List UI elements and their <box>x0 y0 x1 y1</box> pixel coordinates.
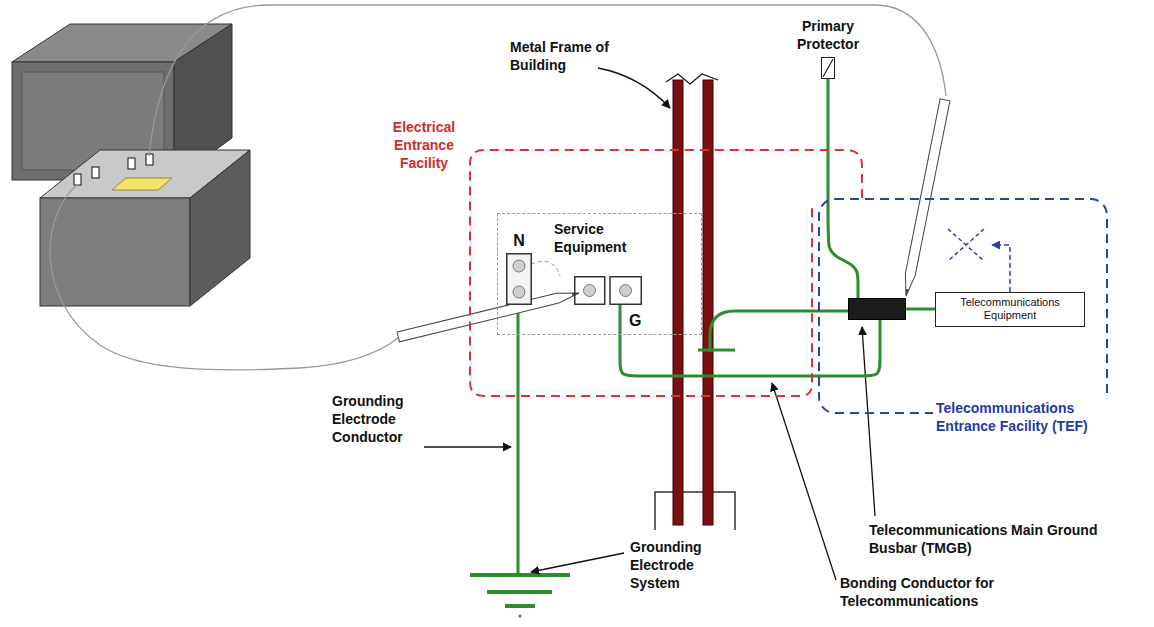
tester-terminal <box>74 174 81 185</box>
leader-line <box>424 446 511 447</box>
terminal-bar <box>507 254 532 305</box>
tester-terminal <box>92 167 99 178</box>
terminal-screw <box>513 260 525 272</box>
ground-busbar: Telecommunications Main Ground Busbar (T… <box>848 298 906 320</box>
terminal-screw <box>513 286 525 298</box>
tester-display <box>112 178 172 190</box>
antenna-symbol <box>948 229 984 261</box>
tester-terminal <box>128 158 135 169</box>
leader-line <box>772 383 836 580</box>
footing <box>655 492 735 530</box>
test-lead <box>149 5 946 156</box>
frame-bond-wire <box>710 311 848 352</box>
tester-front <box>40 198 190 306</box>
callout-label: Grounding Electrode System <box>630 538 714 593</box>
ground-wire <box>620 305 880 376</box>
ground-symbol <box>487 590 552 594</box>
ground-symbol <box>470 573 570 577</box>
break-mark <box>666 74 718 84</box>
equipment-label: Service Equipment <box>554 220 654 256</box>
ground-terminal: G <box>574 276 642 305</box>
callout-label: Bonding Conductor for Telecommunications <box>840 574 1005 610</box>
terminal-screw <box>584 285 596 297</box>
leader-line <box>598 68 670 108</box>
node-outline <box>506 253 532 305</box>
service-equipment: Service EquipmentNG <box>497 213 702 335</box>
probe-tip <box>572 291 580 296</box>
terminal-bar <box>575 277 605 305</box>
callout-label: Metal Frame of Building <box>510 38 610 74</box>
metal-frame <box>655 74 735 530</box>
callout-label: Grounding Electrode Conductor <box>332 392 418 447</box>
terminal-screw <box>620 285 632 297</box>
steel-column <box>673 80 683 525</box>
region-outline <box>470 150 862 396</box>
region-outline <box>819 199 1107 413</box>
frame-bond-clamp <box>698 349 735 352</box>
probe-tip <box>904 289 909 296</box>
telecom-entrance-facility: Telecommunications Entrance Facility (TE… <box>818 198 1108 414</box>
protector-element <box>823 59 833 77</box>
probe-body <box>901 99 950 297</box>
leader-line <box>862 327 875 516</box>
facility-label: Electrical Entrance Facility <box>384 118 464 173</box>
bonding-jumper <box>531 261 560 276</box>
ground-symbol <box>505 604 535 608</box>
node-outline <box>574 276 642 305</box>
neutral-terminal: N <box>506 253 532 305</box>
telecom-equipment-box: Telecommunications Equipment <box>935 292 1085 327</box>
protector-label: Primary Protector <box>783 17 873 53</box>
facility-label: Telecommunications Entrance Facility (TE… <box>933 399 1124 435</box>
tester-side <box>190 150 250 306</box>
test-probe <box>901 99 950 297</box>
primary-protector: Primary Protector <box>821 57 835 79</box>
test-probe <box>397 288 580 342</box>
ground-wire <box>906 308 935 311</box>
terminal-letter: N <box>506 231 532 252</box>
probe-body <box>397 288 580 342</box>
ground-tester <box>12 24 250 306</box>
terminal-bar <box>610 277 641 305</box>
callout-label: Telecommunications Main Ground Busbar (T… <box>869 521 1139 557</box>
node-outline <box>822 58 834 78</box>
terminal-letter: G <box>629 311 641 332</box>
electrical-entrance-facility: Electrical Entrance FacilityService Equi… <box>468 148 866 398</box>
box-label: Telecommunications Equipment <box>940 296 1080 322</box>
signal-arrow <box>992 245 1010 292</box>
grounding-conductor <box>517 304 520 574</box>
steel-column <box>703 80 713 525</box>
leader-line <box>531 553 624 572</box>
test-lead <box>50 184 398 370</box>
ground-symbol <box>518 614 521 617</box>
ground-wire <box>828 79 858 298</box>
